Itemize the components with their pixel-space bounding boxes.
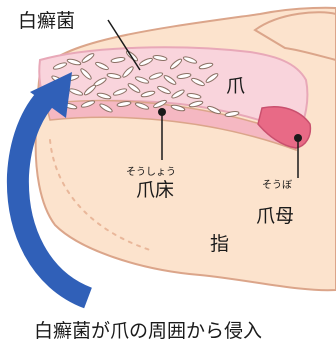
nail-label: 爪 (226, 75, 245, 97)
nail-matrix-label: 爪母 (256, 205, 294, 227)
nail-bed-ruby: そうしょう (126, 166, 176, 178)
fungus-label: 白癬菌 (18, 10, 75, 32)
nail-bed-marker (158, 108, 166, 116)
nail-matrix-marker (294, 134, 302, 142)
nail-bed-label: 爪床 (136, 179, 174, 201)
finger-label: 指 (210, 233, 229, 255)
nail-matrix-ruby: そうぼ (262, 179, 292, 191)
caption: 白癬菌が爪の周囲から侵入 (34, 320, 262, 342)
